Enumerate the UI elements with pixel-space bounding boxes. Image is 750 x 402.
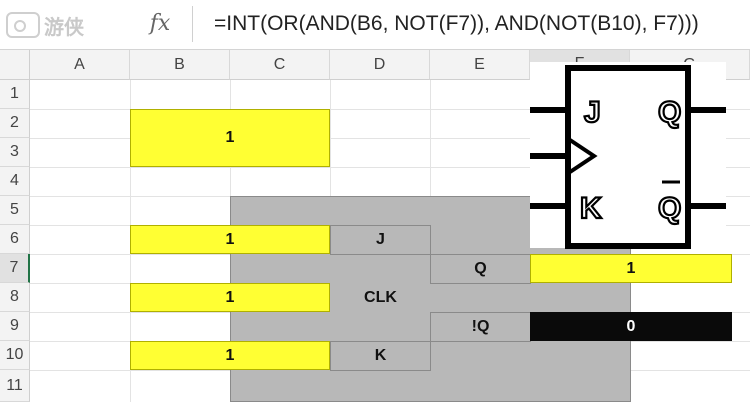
cell-e7[interactable]: Q <box>430 254 531 284</box>
grid-line <box>30 138 750 139</box>
grid-line <box>30 109 750 110</box>
insert-function-button[interactable]: fx <box>149 10 171 36</box>
row-header-5[interactable]: 5 <box>0 196 30 225</box>
row-header-4[interactable]: 4 <box>0 167 30 196</box>
gamepad-icon <box>6 12 40 38</box>
cell-f9[interactable]: 0 <box>530 312 732 341</box>
grid-line <box>30 167 750 168</box>
cell-b6[interactable]: 1 <box>130 225 330 254</box>
watermark-text: 游侠 <box>44 16 84 39</box>
column-header-a[interactable]: A <box>30 50 130 80</box>
cell-b10[interactable]: 1 <box>130 341 330 370</box>
row-header-2[interactable]: 2 <box>0 109 30 138</box>
cell-d6[interactable]: J <box>330 225 431 255</box>
cell-b2[interactable]: 1 <box>130 109 330 167</box>
row-header-3[interactable]: 3 <box>0 138 30 167</box>
row-header-6[interactable]: 6 <box>0 225 30 254</box>
symbol-label-j: J <box>584 96 601 129</box>
cell-d8[interactable]: CLK <box>330 283 431 312</box>
row-header-1[interactable]: 1 <box>0 80 30 109</box>
row-header-9[interactable]: 9 <box>0 312 30 341</box>
clock-triangle-icon <box>568 138 598 174</box>
symbol-label-qbar: Q <box>658 192 681 225</box>
symbol-label-k: K <box>580 192 602 225</box>
row-header-8[interactable]: 8 <box>0 283 30 312</box>
jk-flip-flop-symbol: J K Q Q <box>530 62 726 249</box>
symbol-inner-edge <box>571 71 685 243</box>
formula-bar <box>0 0 750 50</box>
symbol-label-q: Q <box>658 96 681 129</box>
row-header-10[interactable]: 10 <box>0 341 30 370</box>
watermark-logo: 游侠 <box>6 6 126 44</box>
row-header-7[interactable]: 7 <box>0 254 30 283</box>
cell-e9[interactable]: !Q <box>430 312 531 342</box>
formula-bar-divider <box>192 6 193 42</box>
select-all-corner[interactable] <box>0 50 30 80</box>
column-header-b[interactable]: B <box>130 50 230 80</box>
cell-d10[interactable]: K <box>330 341 431 371</box>
column-header-e[interactable]: E <box>430 50 530 80</box>
formula-input[interactable]: =INT(OR(AND(B6, NOT(F7)), AND(NOT(B10), … <box>214 12 699 35</box>
column-header-c[interactable]: C <box>230 50 330 80</box>
row-header-11[interactable]: 11 <box>0 370 30 402</box>
cell-b8[interactable]: 1 <box>130 283 330 312</box>
cell-f7[interactable]: 1 <box>530 254 732 283</box>
cell-g8[interactable] <box>631 283 750 312</box>
column-header-d[interactable]: D <box>330 50 430 80</box>
